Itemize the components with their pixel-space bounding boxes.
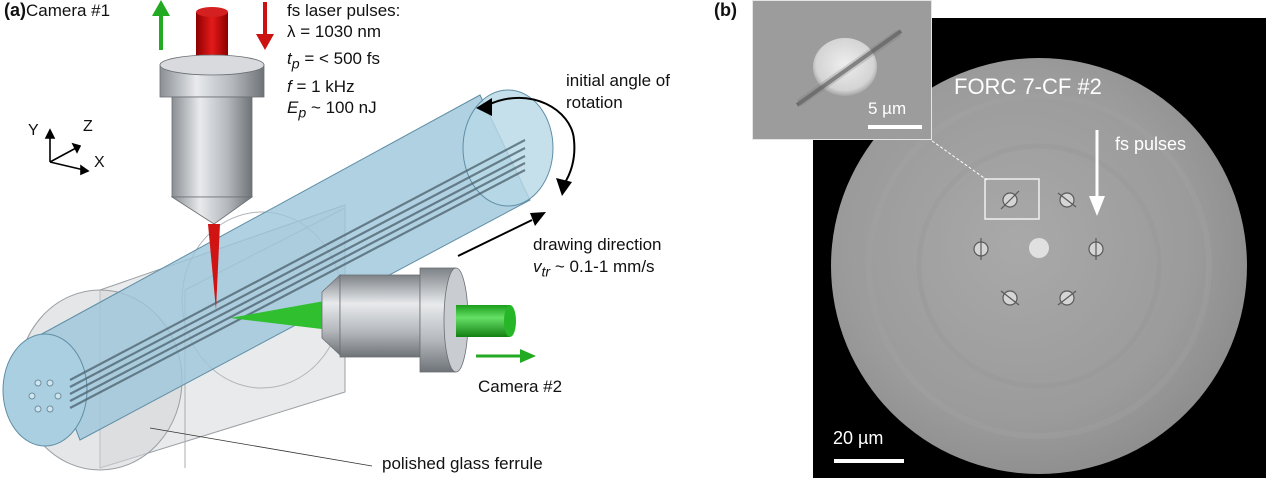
main-scale-label: 20 µm xyxy=(833,428,884,448)
axis-triad xyxy=(44,128,90,176)
axis-z-label: Z xyxy=(83,118,93,135)
velocity-label: vtr ~ 0.1-1 mm/s xyxy=(533,257,655,281)
laser-param-wavelength: λ = 1030 nm xyxy=(287,22,382,41)
top-objective xyxy=(159,7,265,310)
fs-pulses-arrow xyxy=(1089,130,1105,216)
ferrule-label: polished glass ferrule xyxy=(382,454,543,473)
camera2-arrow xyxy=(476,349,536,363)
camera1-label: Camera #1 xyxy=(26,1,111,20)
inset-scale-bar xyxy=(868,125,922,129)
main-scale-bar xyxy=(834,459,904,463)
inset-scale-label: 5 µm xyxy=(868,99,907,118)
setup-diagram xyxy=(2,0,576,471)
sample-name: FORC 7-CF #2 xyxy=(954,74,1102,99)
camera2-label: Camera #2 xyxy=(478,377,563,396)
laser-title: fs laser pulses: xyxy=(287,1,401,20)
zoom-box xyxy=(984,178,1040,220)
laser-modified-cores xyxy=(973,190,1104,306)
ferrule-pointer xyxy=(149,427,373,467)
axis-x-label: X xyxy=(94,154,105,171)
laser-param-frequency: f = 1 kHz xyxy=(287,76,355,96)
rotation-label: initial angle of rotation xyxy=(566,71,670,112)
panel-a-label: (a) xyxy=(4,0,26,20)
camera1-arrow xyxy=(152,0,170,50)
optical-fiber xyxy=(2,89,554,447)
laser-param-pulse-duration: tp = < 500 fs xyxy=(287,49,380,73)
laser-arrow xyxy=(256,2,274,50)
axis-y-label: Y xyxy=(28,122,39,139)
zoom-inset: 5 µm xyxy=(752,0,932,140)
side-objective xyxy=(230,267,516,373)
drawing-direction-label: drawing direction vtr ~ 0.1-1 mm/s xyxy=(533,234,662,283)
rotation-arrow xyxy=(476,96,576,196)
panel-b-label: (b) xyxy=(714,0,737,20)
fs-pulses-label: fs pulses xyxy=(1115,134,1187,154)
inset-core-image xyxy=(753,1,931,139)
laser-parameters: fs laser pulses: λ = 1030 nm tp = < 500 … xyxy=(287,0,400,124)
drawing-direction-arrow xyxy=(457,212,546,257)
laser-param-energy: Ep ~ 100 nJ xyxy=(287,97,377,122)
